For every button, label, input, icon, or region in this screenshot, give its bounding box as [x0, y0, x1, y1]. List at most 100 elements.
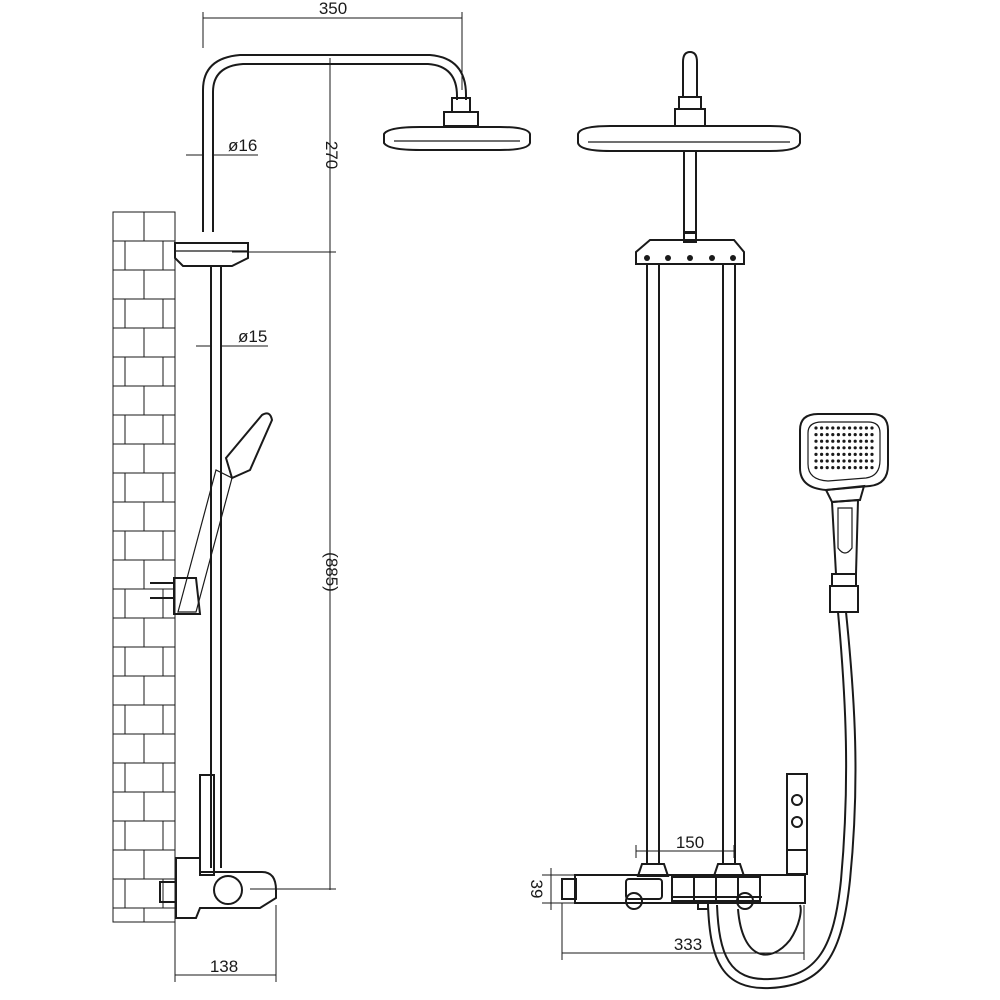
nozzle-dot [831, 466, 835, 470]
nozzle-dot [848, 433, 852, 437]
dim-arm-reach: 350 [319, 0, 347, 18]
nozzle-dot [848, 452, 852, 456]
mixer-handle [786, 773, 808, 875]
nozzle-dot [825, 466, 829, 470]
nozzle-dot [859, 426, 863, 430]
nozzle-dot [842, 433, 846, 437]
nozzle-dot [820, 466, 824, 470]
dim-arm-tube-diameter: ø16 [228, 136, 257, 155]
shelf-holes [644, 255, 736, 261]
nozzle-dot [836, 433, 841, 437]
mixer-display [625, 878, 663, 900]
nozzle-dot [864, 439, 869, 443]
head-connector-nut [443, 111, 479, 127]
nozzle-dot [848, 439, 852, 443]
nozzle-dot [820, 446, 824, 450]
nozzle-dot [825, 452, 829, 456]
nozzle-dot [870, 446, 874, 450]
nozzle-dot [870, 452, 874, 456]
nozzle-dot [864, 459, 869, 463]
mixer-body-side [175, 857, 277, 919]
nozzle-dot [825, 439, 829, 443]
nozzle-dot [859, 459, 863, 463]
nozzle-dot [831, 452, 835, 456]
front-view: 150 39 333 [527, 50, 889, 990]
hand-shower-front [799, 413, 889, 613]
nozzle-dot [820, 426, 824, 430]
top-stub [682, 50, 698, 97]
rain-head-front [577, 125, 801, 152]
nozzle-dot [859, 446, 863, 450]
nozzle-dot [836, 439, 841, 443]
nozzle-dot [842, 446, 846, 450]
nozzle-dot [836, 446, 841, 450]
nozzle-dot [859, 466, 863, 470]
dim-arm-height: 270 [322, 141, 341, 169]
hand-shower-handle [830, 498, 860, 575]
mixer-tube [199, 774, 215, 876]
nozzle-dot [825, 446, 829, 450]
nozzle-dot [814, 433, 818, 437]
nozzle-dot [831, 439, 835, 443]
nozzle-dot [853, 452, 857, 456]
nozzle-dot [831, 459, 835, 463]
nozzle-dot [853, 446, 857, 450]
nozzle-dot [864, 446, 869, 450]
nozzle-dot [820, 452, 824, 456]
nozzle-dot [853, 426, 857, 430]
nozzle-dot [836, 426, 841, 430]
nozzle-dot [814, 446, 818, 450]
nozzle-dot [820, 459, 824, 463]
dim-riser-diameter: ø15 [238, 327, 267, 346]
nozzle-dot [836, 459, 841, 463]
nozzle-dot [853, 466, 857, 470]
nozzle-dot [842, 452, 846, 456]
shower-arm-inner [212, 63, 458, 232]
nozzle-dot [848, 459, 852, 463]
nozzle-dot [848, 466, 852, 470]
nozzle-dot [831, 446, 835, 450]
head-connector [451, 97, 471, 113]
nozzle-dot [814, 426, 818, 430]
dim-riser-length: (885) [322, 552, 341, 592]
nozzle-dot [842, 439, 846, 443]
rain-head-side [383, 126, 531, 151]
nozzle-dot [870, 459, 874, 463]
nozzle-dot [842, 459, 846, 463]
nozzle-dot [825, 459, 829, 463]
dim-wall-offset: 138 [210, 957, 238, 976]
mixer-knob-side [213, 875, 243, 905]
nozzle-dot [842, 426, 846, 430]
shower-hose [707, 611, 857, 990]
nozzle-dot [825, 433, 829, 437]
nozzle-dot [864, 452, 869, 456]
nozzle-dot [853, 439, 857, 443]
nozzle-dot [836, 466, 841, 470]
nozzle-dot [853, 459, 857, 463]
wall-brick-rows [113, 212, 175, 922]
shelf-bracket [174, 242, 249, 267]
nozzle-dot [831, 433, 835, 437]
nozzle-dot [814, 452, 818, 456]
head-tube [683, 150, 697, 234]
nozzle-dot [825, 426, 829, 430]
dim-riser-spacing: 150 [676, 833, 704, 852]
hand-shower-holder [173, 577, 202, 615]
dim-mixer-height: 39 [527, 880, 546, 899]
nozzle-dots [814, 426, 874, 470]
nozzle-dot [836, 452, 841, 456]
nozzle-dot [870, 466, 874, 470]
nozzle-dot [831, 426, 835, 430]
nozzle-dot [859, 439, 863, 443]
nozzle-dot [859, 433, 863, 437]
mixer-buttons [671, 876, 762, 902]
nozzle-dot [814, 466, 818, 470]
nozzle-dot [820, 433, 824, 437]
nozzle-dot [870, 439, 874, 443]
nozzle-dot [864, 433, 869, 437]
nozzle-dot [848, 446, 852, 450]
wall [112, 211, 176, 923]
nozzle-dot [870, 426, 874, 430]
nozzle-dot [864, 426, 869, 430]
